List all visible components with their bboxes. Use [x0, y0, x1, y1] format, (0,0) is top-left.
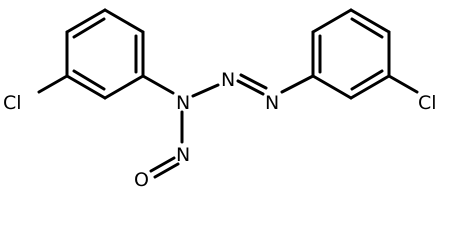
- bond-amine-n-to-azo-n: [191, 83, 220, 98]
- azo-bond-line: [239, 73, 268, 90]
- right-ring-bond: [349, 74, 391, 100]
- atom-label-chlorine-right: Cl: [418, 92, 437, 114]
- right-benzene-ring: [311, 8, 391, 100]
- left-ring-bond: [65, 8, 107, 34]
- right-ring-inner-double-bond: [350, 17, 384, 39]
- right-ring-inner-double-bond: [350, 69, 384, 91]
- left-ring-bond: [65, 74, 107, 100]
- nitroso-bond-line: [149, 156, 176, 173]
- bond-ring-to-chlorine-left: [37, 74, 69, 94]
- left-benzene-ring: [65, 8, 145, 100]
- azo-double-bond: [236, 73, 268, 96]
- right-ring-bond: [349, 8, 391, 34]
- left-ring-bond: [103, 74, 145, 100]
- left-ring-inner-double-bond: [72, 69, 106, 91]
- nitroso-bond-line: [153, 162, 180, 179]
- atom-label-amine-n: N: [176, 92, 190, 114]
- left-ring-bond: [103, 8, 145, 34]
- nitroso-double-bond: [149, 156, 180, 179]
- atom-label-nitroso-o: O: [134, 169, 149, 191]
- left-ring-inner-double-bond: [72, 17, 106, 39]
- atom-label-azo-n-first: N: [221, 69, 235, 91]
- right-ring-bond: [311, 8, 353, 34]
- atom-label-nitroso-n: N: [176, 144, 190, 166]
- bond-left-ring-to-amine-n: [141, 74, 175, 95]
- atom-label-chlorine-left: Cl: [3, 92, 22, 114]
- right-ring-bond: [311, 74, 353, 100]
- atom-label-azo-n-second: N: [265, 92, 279, 114]
- chemical-structure-diagram: Cl N N N N O Cl: [3, 8, 437, 191]
- bond-ring-to-chlorine-right: [387, 74, 419, 94]
- azo-bond-line: [236, 79, 265, 96]
- bond-azo-n-to-right-ring: [280, 74, 315, 94]
